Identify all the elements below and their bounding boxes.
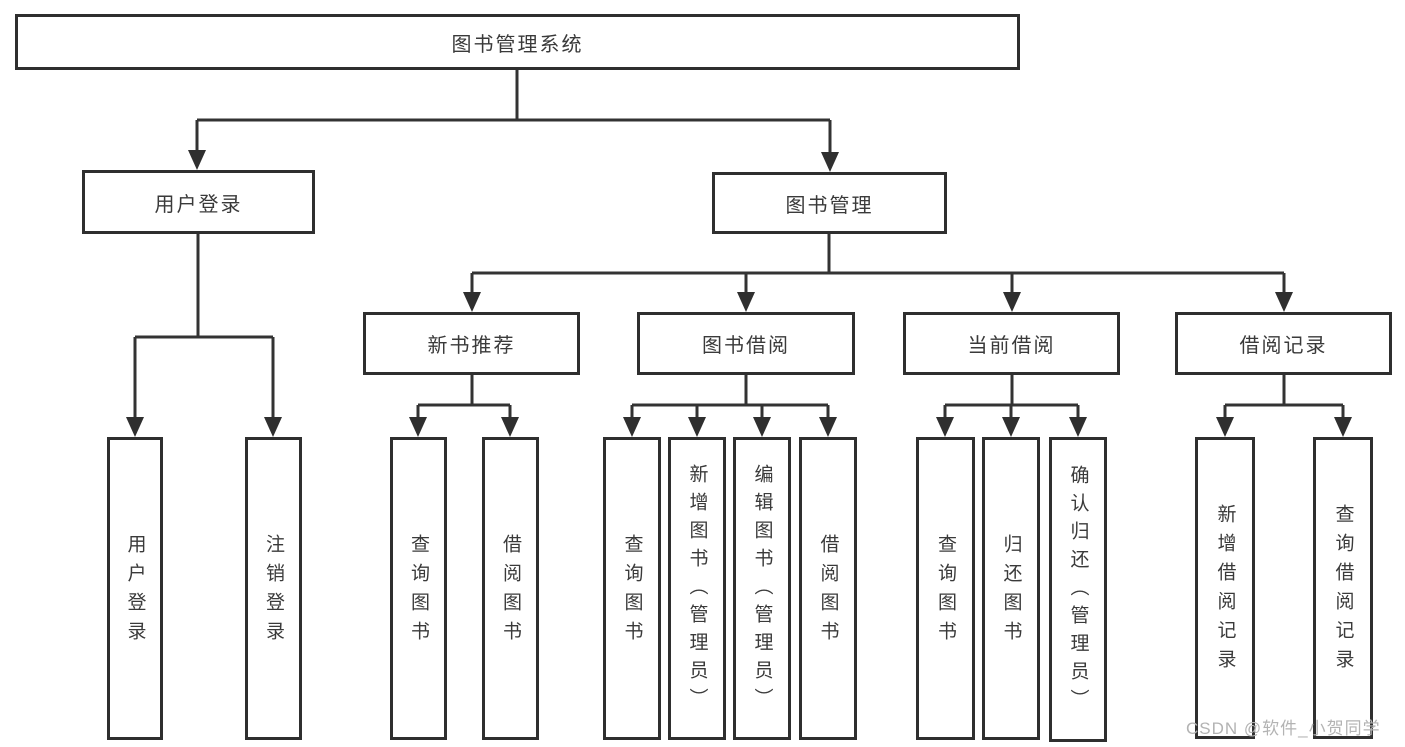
node-leaf-user-login: 用户登录 — [107, 437, 163, 740]
node-cb-query-book: 查询图书 — [916, 437, 975, 740]
node-root: 图书管理系统 — [15, 14, 1020, 70]
arrowheads — [126, 150, 1352, 437]
node-bb-borrow-book: 借阅图书 — [799, 437, 857, 740]
node-bb-edit-book: 编辑图书（管理员） — [733, 437, 791, 740]
node-borrow-records: 借阅记录 — [1175, 312, 1392, 375]
node-bb-query-book: 查询图书 — [603, 437, 661, 740]
node-leaf-logout: 注销登录 — [245, 437, 302, 740]
node-cb-return-book: 归还图书 — [982, 437, 1040, 740]
node-br-add-record: 新增借阅记录 — [1195, 437, 1255, 739]
node-book-management: 图书管理 — [712, 172, 947, 234]
node-new-book-recommend: 新书推荐 — [363, 312, 580, 375]
node-nb-query-book: 查询图书 — [390, 437, 447, 740]
node-bb-add-book: 新增图书（管理员） — [668, 437, 726, 740]
node-book-borrow: 图书借阅 — [637, 312, 855, 375]
connector-segments — [133, 70, 1345, 421]
node-user-login: 用户登录 — [82, 170, 315, 234]
node-nb-borrow-book: 借阅图书 — [482, 437, 539, 740]
node-current-borrow: 当前借阅 — [903, 312, 1120, 375]
node-cb-confirm-return: 确认归还（管理员） — [1049, 437, 1107, 742]
node-br-query-record: 查询借阅记录 — [1313, 437, 1373, 739]
csdn-watermark: CSDN @软件_小贺同学 — [1186, 719, 1381, 738]
